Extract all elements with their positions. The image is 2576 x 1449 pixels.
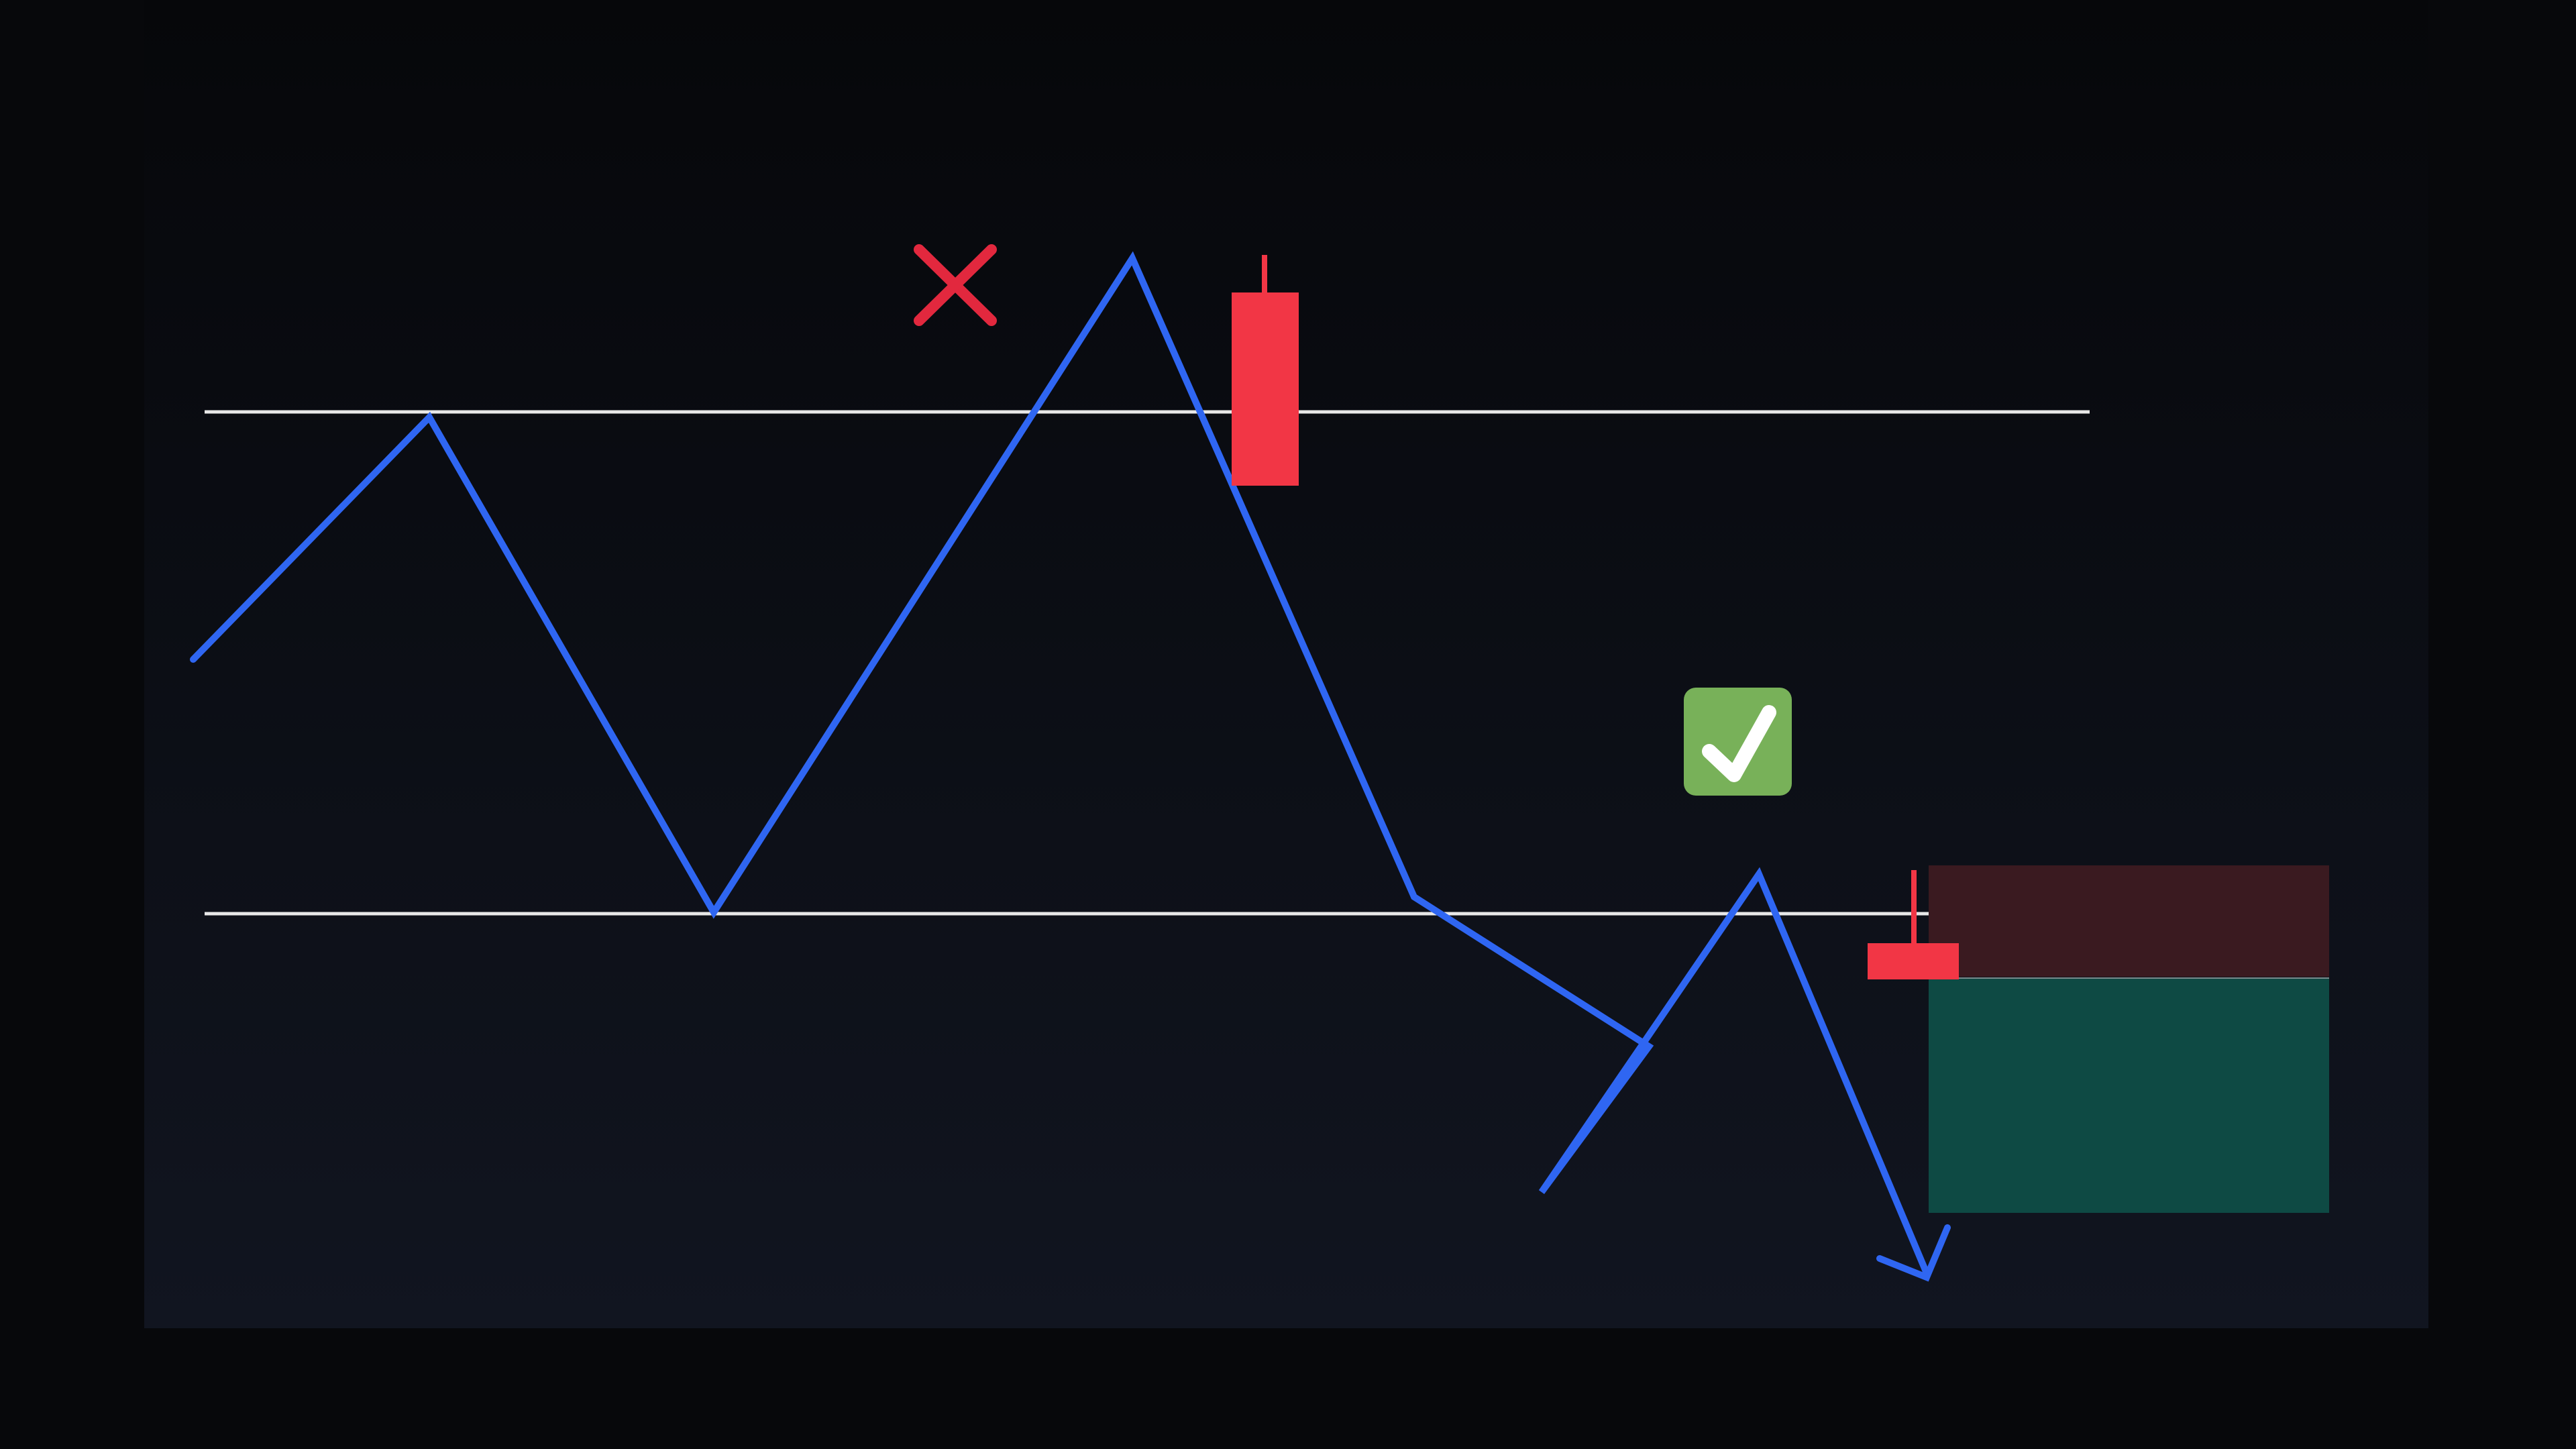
price-path: [190, 251, 1930, 1277]
take-profit-zone: [1929, 979, 2329, 1213]
rejection-candle-body: [1232, 292, 1299, 486]
stop-loss-zone: [1929, 865, 2329, 977]
retest-candle-body: [1868, 943, 1959, 979]
arrow-down-icon: [1876, 1224, 1951, 1282]
cross-icon: [914, 244, 997, 326]
check-icon: [1684, 688, 1792, 796]
